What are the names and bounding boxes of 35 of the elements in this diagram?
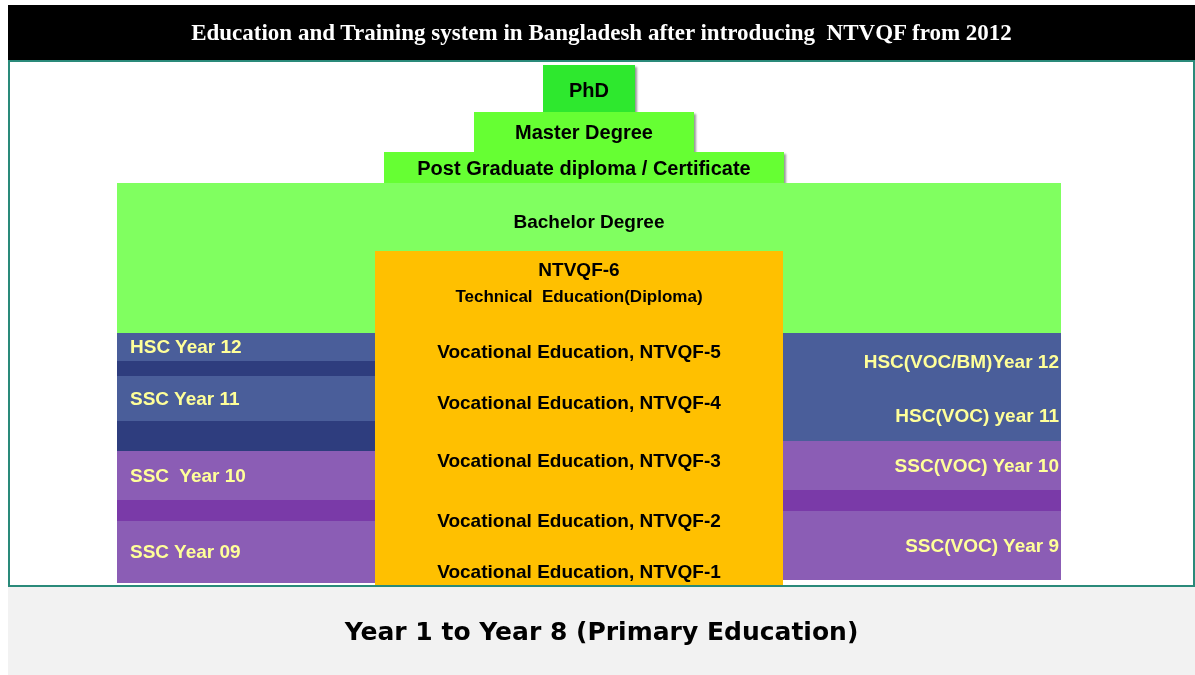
year-band xyxy=(117,521,375,583)
degree-label: Bachelor Degree xyxy=(512,211,666,233)
level-label: Vocational Education, NTVQF-1 xyxy=(436,561,722,583)
degree-box xyxy=(384,152,784,184)
level-label: Vocational Education, NTVQF-3 xyxy=(436,450,722,472)
year-band xyxy=(117,376,375,451)
title-bar: Education and Training system in Bangladesh after introducing NTVQF from 2012 xyxy=(8,5,1195,62)
level-label: Year 1 to Year 8 (Primary Education) xyxy=(343,616,860,646)
year-band xyxy=(783,391,1061,441)
year-label: SSC(VOC) Year 10 xyxy=(894,454,1059,477)
degree-label: PhD xyxy=(568,78,610,102)
year-band xyxy=(783,333,1061,391)
primary-band xyxy=(8,585,1195,675)
degree-label: Master Degree xyxy=(514,120,654,144)
level-label: Vocational Education, NTVQF-5 xyxy=(436,341,722,363)
year-band xyxy=(783,441,1061,511)
level-heading: NTVQF-6 xyxy=(537,259,621,281)
level-label: Vocational Education, NTVQF-4 xyxy=(436,392,722,414)
year-band xyxy=(783,511,1061,580)
degree-box xyxy=(543,65,635,115)
year-label: SSC Year 10 xyxy=(130,464,246,487)
year-label: HSC(VOC) year 11 xyxy=(895,405,1059,427)
year-label: SSC Year 09 xyxy=(130,541,241,563)
year-label: HSC(VOC/BM)Year 12 xyxy=(863,351,1059,373)
year-band xyxy=(117,451,375,521)
year-label: SSC Year 11 xyxy=(130,387,240,410)
year-label: SSC(VOC) Year 9 xyxy=(905,534,1059,557)
degree-label: Post Graduate diploma / Certificate xyxy=(416,156,752,180)
degree-box xyxy=(474,112,694,152)
year-label: HSC Year 12 xyxy=(130,336,242,358)
level-label: Vocational Education, NTVQF-2 xyxy=(436,510,722,532)
level-label: Technical Education(Diploma) xyxy=(454,287,704,307)
year-band xyxy=(117,333,375,376)
vocational-column xyxy=(375,251,783,585)
degree-band xyxy=(117,183,1061,333)
